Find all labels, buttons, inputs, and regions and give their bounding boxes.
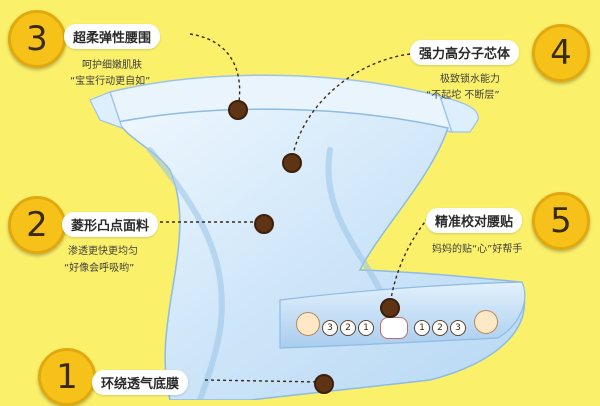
feature-number-badge-4: 4	[532, 24, 590, 82]
scale-number: 3	[322, 320, 338, 336]
feature-desc-2-line1: 渗透更快更均匀	[68, 246, 138, 257]
feature-dot-2	[254, 214, 274, 234]
baby-face-icon	[296, 312, 320, 336]
feature-desc-3-line2: “宝宝行动更自如”	[70, 76, 151, 87]
feature-title-3: 超柔弹性腰围	[64, 24, 161, 49]
feature-number-badge-1: 1	[38, 348, 96, 406]
scale-number: 1	[358, 320, 374, 336]
feature-title-2: 菱形凸点面料	[62, 212, 159, 237]
feature-desc-4-line2: “不起坨 不断层”	[426, 90, 500, 101]
scale-number: 3	[450, 320, 466, 336]
scale-number: 1	[414, 320, 430, 336]
scale-number: 2	[340, 320, 356, 336]
feature-dot-1	[314, 374, 334, 394]
leader-lines	[160, 33, 429, 383]
feature-desc-4-line1: 极致锁水能力	[440, 74, 500, 85]
feature-title-5: 精准校对腰贴	[426, 208, 523, 233]
feature-desc-5-line1: 妈妈的贴“心”好帮手	[432, 244, 523, 255]
feature-number-badge-3: 3	[8, 10, 66, 68]
feature-title-1: 环绕透气底膜	[92, 370, 189, 395]
feature-dot-5	[380, 298, 400, 318]
feature-desc-3-line1: 呵护细嫩肌肤	[82, 60, 142, 71]
feature-dot-3	[228, 100, 248, 120]
feature-desc-2-line2: “好像会呼吸哟”	[64, 263, 135, 274]
feature-dot-4	[282, 153, 302, 173]
brand-logo	[380, 317, 408, 339]
feature-number-badge-2: 2	[8, 196, 66, 254]
feature-title-4: 强力高分子芯体	[410, 40, 520, 65]
feature-number-badge-5: 5	[532, 192, 590, 250]
baby-face-icon	[474, 310, 498, 334]
scale-number: 2	[432, 320, 448, 336]
